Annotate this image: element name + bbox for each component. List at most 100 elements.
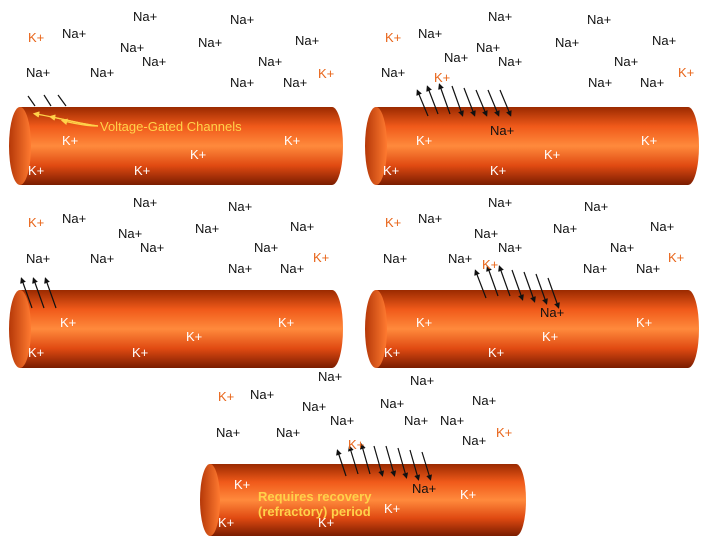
sodium-ion-label: Na+ (410, 374, 434, 388)
potassium-ion-inside-label: K+ (416, 316, 432, 330)
sodium-ion-label: Na+ (448, 252, 472, 266)
sodium-ion-label: Na+ (230, 13, 254, 27)
sodium-ion-label: Na+ (280, 262, 304, 276)
potassium-ion-inside-label: K+ (218, 516, 234, 530)
potassium-ion-inside-label: K+ (278, 316, 294, 330)
potassium-ion-inside-label: K+ (132, 346, 148, 360)
sodium-ion-label: Na+ (488, 196, 512, 210)
sodium-ion-label: Na+ (228, 262, 252, 276)
sodium-ion-label: Na+ (90, 66, 114, 80)
potassium-ion-inside-label: K+ (542, 330, 558, 344)
potassium-ion-inside-label: K+ (190, 148, 206, 162)
sodium-ion-label: Na+ (198, 36, 222, 50)
sodium-ion-label: Na+ (230, 76, 254, 90)
sodium-ion-label: Na+ (26, 252, 50, 266)
potassium-ion-inside-label: K+ (28, 346, 44, 360)
sodium-ion-label: Na+ (133, 196, 157, 210)
sodium-ion-label: Na+ (118, 227, 142, 241)
sodium-ion-label: Na+ (142, 55, 166, 69)
sodium-ion-label: Na+ (636, 262, 660, 276)
sodium-ion-label: Na+ (462, 434, 486, 448)
recovery-annotation-line1: Requires recovery (258, 490, 371, 504)
sodium-ion-label: Na+ (383, 252, 407, 266)
channels-annotation: Voltage-Gated Channels (100, 120, 242, 134)
potassium-ion-inside-label: K+ (234, 478, 250, 492)
sodium-ion-label: Na+ (474, 227, 498, 241)
potassium-ion-outside-label: K+ (313, 251, 329, 265)
sodium-ion-label: Na+ (418, 212, 442, 226)
sodium-ion-label: Na+ (553, 222, 577, 236)
sodium-ion-label: Na+ (133, 10, 157, 24)
sodium-ion-label: Na+ (120, 41, 144, 55)
sodium-ion-label: Na+ (584, 200, 608, 214)
sodium-ion-label: Na+ (318, 370, 342, 384)
potassium-ion-inside-label: K+ (28, 164, 44, 178)
sodium-ion-label: Na+ (498, 55, 522, 69)
sodium-ion-label: Na+ (610, 241, 634, 255)
sodium-ion-label: Na+ (254, 241, 278, 255)
sodium-ion-label: Na+ (640, 76, 664, 90)
potassium-ion-outside-label: K+ (28, 216, 44, 230)
sodium-ion-label: Na+ (330, 414, 354, 428)
potassium-ion-inside-label: K+ (284, 134, 300, 148)
sodium-ion-label: Na+ (418, 27, 442, 41)
sodium-ion-label: Na+ (583, 262, 607, 276)
potassium-ion-inside-label: K+ (186, 330, 202, 344)
sodium-ion-label: Na+ (276, 426, 300, 440)
sodium-ion-label: Na+ (588, 76, 612, 90)
sodium-ion-label: Na+ (195, 222, 219, 236)
potassium-ion-inside-label: K+ (460, 488, 476, 502)
potassium-ion-outside-label: K+ (385, 31, 401, 45)
sodium-ion-label: Na+ (490, 124, 514, 138)
potassium-ion-inside-label: K+ (636, 316, 652, 330)
sodium-ion-label: Na+ (140, 241, 164, 255)
potassium-ion-outside-label: K+ (434, 71, 450, 85)
potassium-ion-outside-label: K+ (28, 31, 44, 45)
channels-top-left (28, 95, 66, 106)
potassium-ion-inside-label: K+ (488, 346, 504, 360)
sodium-ion-label: Na+ (472, 394, 496, 408)
sodium-ion-label: Na+ (476, 41, 500, 55)
sodium-ion-label: Na+ (652, 34, 676, 48)
potassium-ion-inside-label: K+ (544, 148, 560, 162)
potassium-ion-outside-label: K+ (668, 251, 684, 265)
potassium-ion-outside-label: K+ (482, 258, 498, 272)
sodium-ion-label: Na+ (440, 414, 464, 428)
sodium-ion-label: Na+ (587, 13, 611, 27)
potassium-ion-outside-label: K+ (218, 390, 234, 404)
sodium-ion-label: Na+ (90, 252, 114, 266)
sodium-ion-label: Na+ (250, 388, 274, 402)
potassium-ion-outside-label: K+ (678, 66, 694, 80)
sodium-ion-label: Na+ (290, 220, 314, 234)
potassium-ion-inside-label: K+ (490, 164, 506, 178)
sodium-ion-label: Na+ (216, 426, 240, 440)
sodium-ion-label: Na+ (302, 400, 326, 414)
sodium-ion-label: Na+ (295, 34, 319, 48)
potassium-ion-inside-label: K+ (60, 316, 76, 330)
potassium-ion-inside-label: K+ (641, 134, 657, 148)
potassium-ion-outside-label: K+ (318, 67, 334, 81)
potassium-ion-inside-label: K+ (384, 502, 400, 516)
sodium-ion-label: Na+ (555, 36, 579, 50)
sodium-ion-label: Na+ (62, 212, 86, 226)
sodium-ion-label: Na+ (381, 66, 405, 80)
potassium-ion-inside-label: K+ (62, 134, 78, 148)
sodium-ion-label: Na+ (412, 482, 436, 496)
sodium-ion-label: Na+ (488, 10, 512, 24)
potassium-ion-outside-label: K+ (496, 426, 512, 440)
sodium-ion-label: Na+ (444, 51, 468, 65)
sodium-ion-label: Na+ (650, 220, 674, 234)
sodium-ion-label: Na+ (540, 306, 564, 320)
sodium-ion-label: Na+ (62, 27, 86, 41)
sodium-ion-label: Na+ (283, 76, 307, 90)
potassium-ion-inside-label: K+ (384, 346, 400, 360)
sodium-ion-label: Na+ (258, 55, 282, 69)
sodium-ion-label: Na+ (26, 66, 50, 80)
sodium-ion-label: Na+ (404, 414, 428, 428)
sodium-ion-label: Na+ (614, 55, 638, 69)
potassium-ion-inside-label: K+ (318, 516, 334, 530)
potassium-ion-outside-label: K+ (348, 438, 364, 452)
sodium-ion-label: Na+ (228, 200, 252, 214)
potassium-ion-inside-label: K+ (383, 164, 399, 178)
